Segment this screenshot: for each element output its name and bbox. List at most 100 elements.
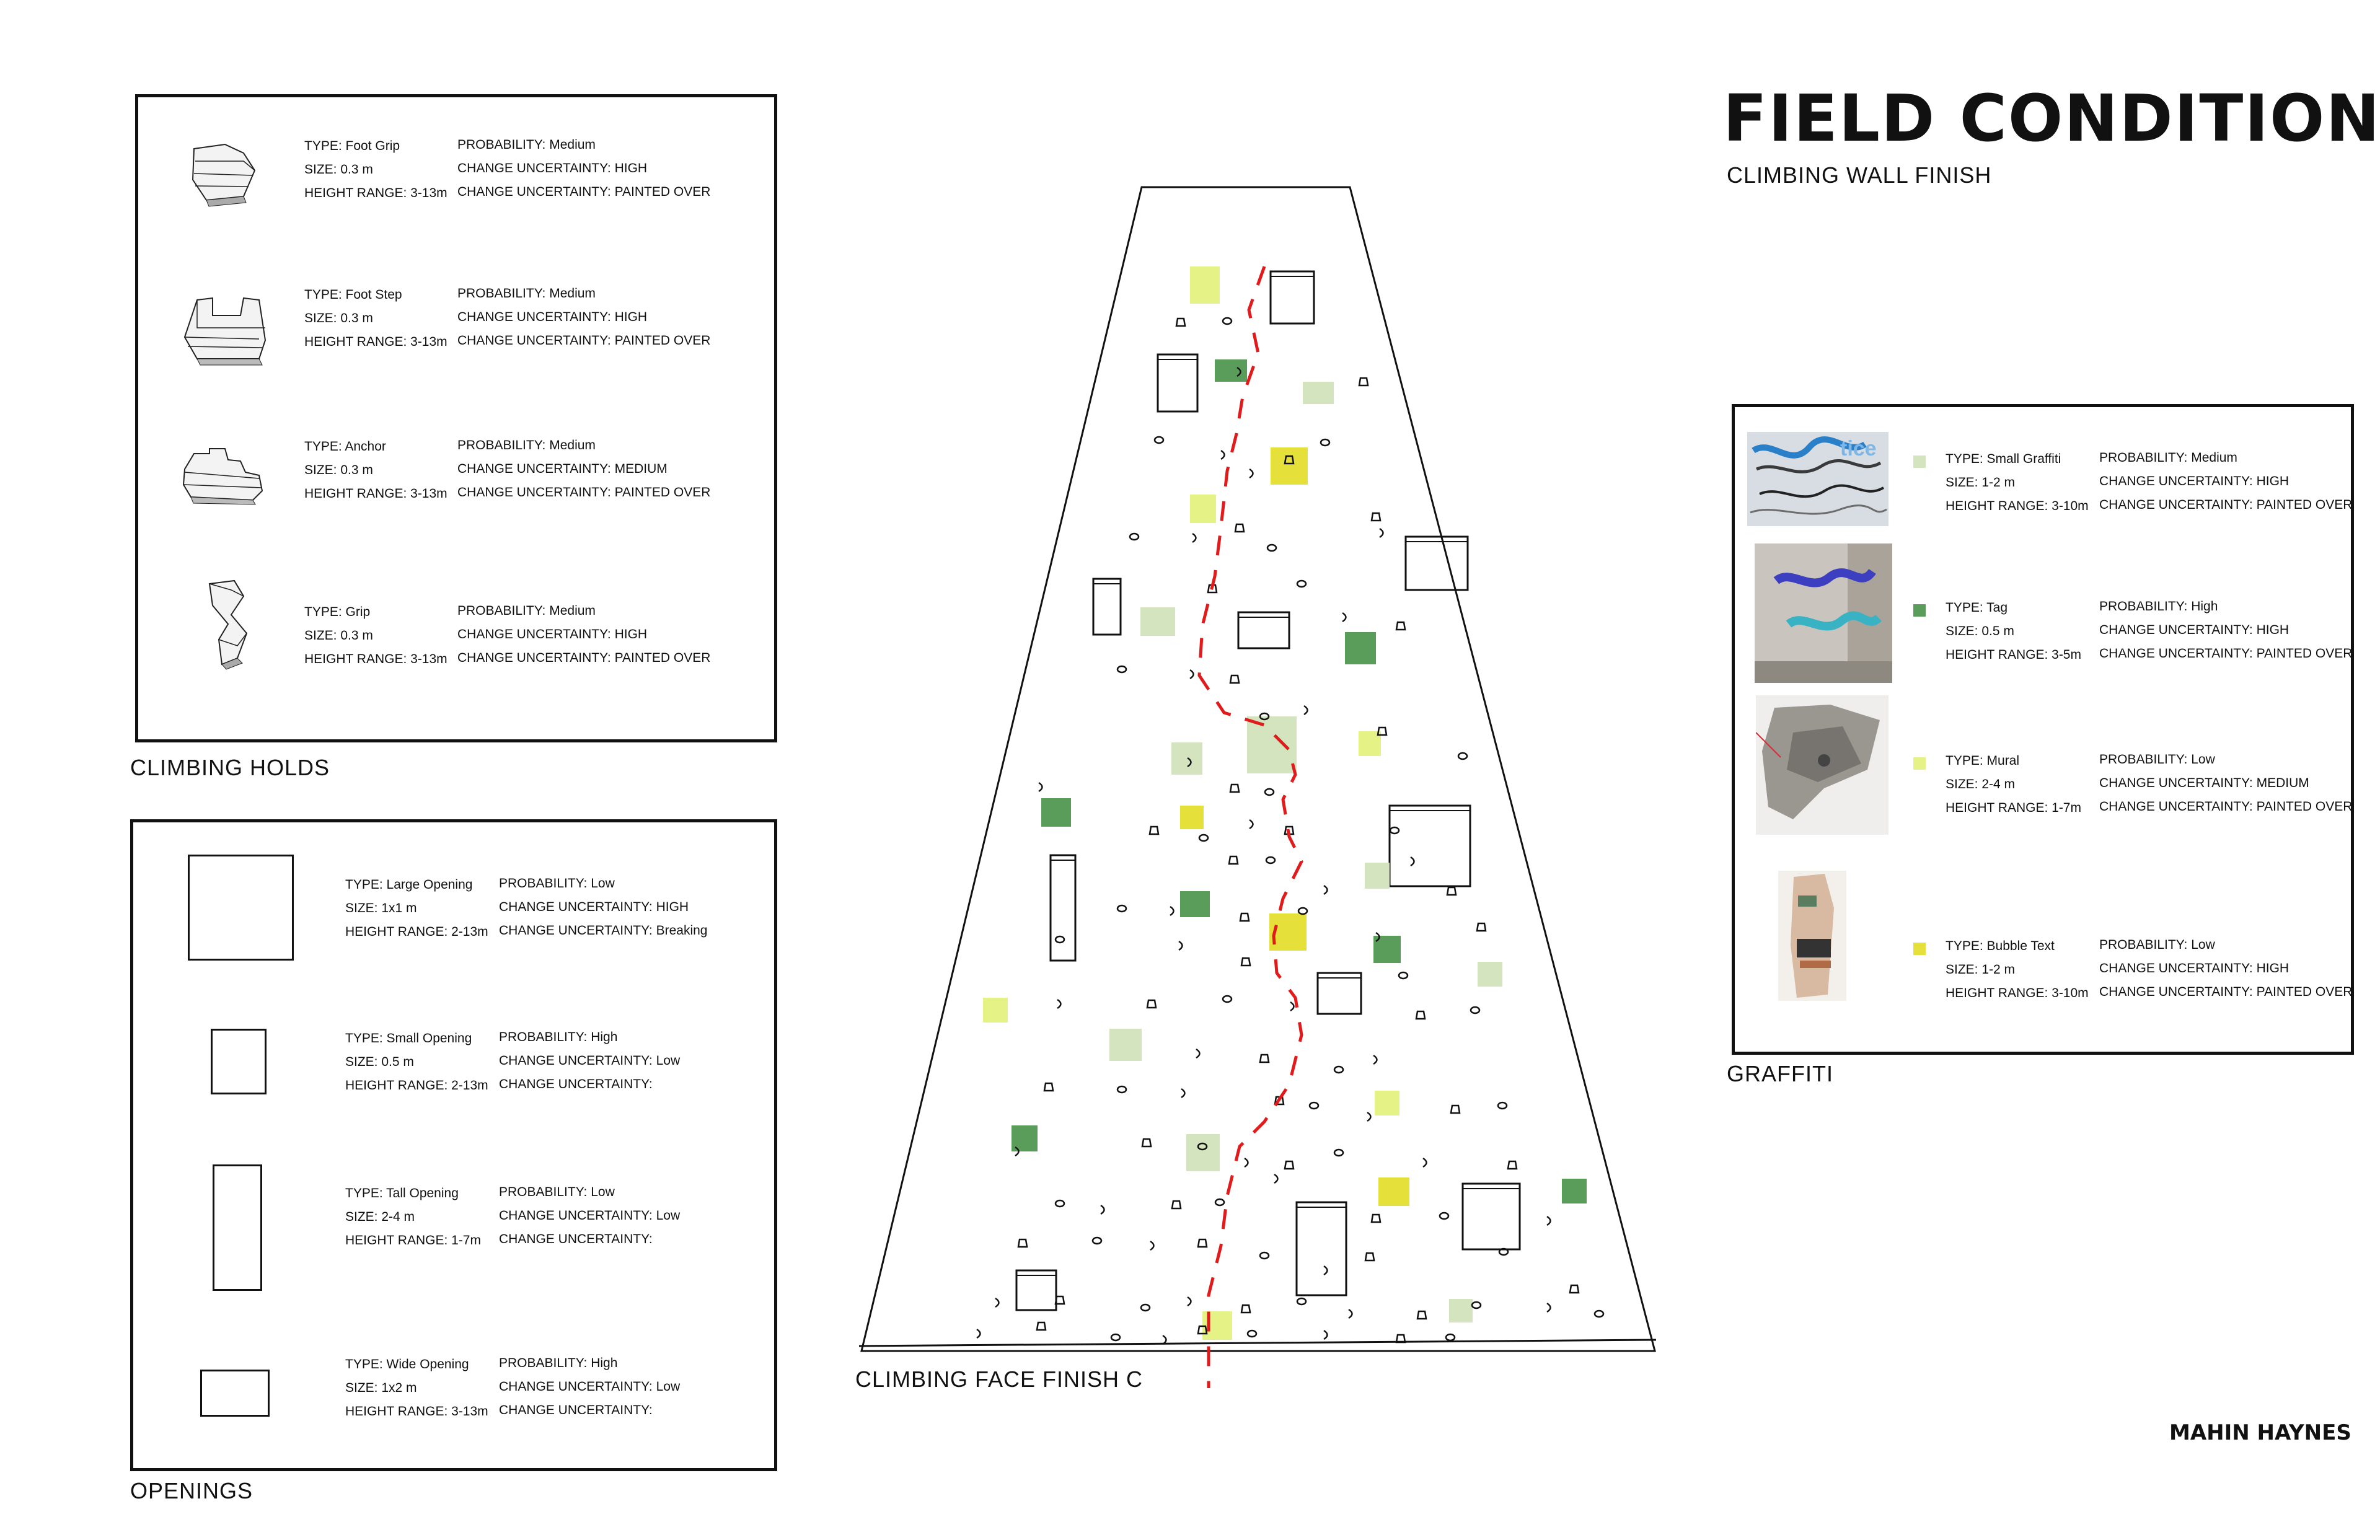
face-hold xyxy=(1140,1303,1151,1312)
face-hold xyxy=(1546,1215,1551,1226)
face-hold xyxy=(1236,366,1241,377)
face-hold xyxy=(1264,788,1275,796)
face-graffiti-patch xyxy=(1271,447,1308,485)
opening-size: SIZE: 1x2 m xyxy=(345,1381,417,1395)
face-hold xyxy=(1416,1310,1427,1320)
face-graffiti-patch xyxy=(1478,962,1502,987)
face-hold xyxy=(1259,1251,1270,1260)
graffiti-probability: PROBABILITY: Low xyxy=(2099,938,2215,952)
graffiti-title: GRAFFITI xyxy=(1727,1061,1833,1086)
face-opening xyxy=(1157,353,1199,413)
face-hold xyxy=(1150,1240,1155,1251)
face-hold xyxy=(1284,825,1295,835)
face-hold xyxy=(1546,1302,1551,1313)
tag-swatch xyxy=(1913,604,1926,617)
face-hold xyxy=(1220,449,1225,460)
face-hold xyxy=(1367,1111,1372,1122)
face-hold xyxy=(1439,1212,1450,1220)
face-hold xyxy=(1187,1296,1192,1307)
face-hold xyxy=(1497,1101,1508,1110)
face-graffiti-patch xyxy=(1378,1177,1409,1206)
face-hold xyxy=(1181,1088,1186,1099)
face-graffiti-patch xyxy=(1190,495,1216,523)
graffiti-photo-tag xyxy=(1755,543,1892,683)
face-hold xyxy=(1229,674,1240,684)
face-hold xyxy=(1146,999,1157,1009)
climbing-holds-title: CLIMBING HOLDS xyxy=(130,755,330,780)
face-hold xyxy=(1175,317,1186,327)
face-graffiti-patch xyxy=(1190,266,1220,304)
hold-change-2: CHANGE UNCERTAINTY: PAINTED OVER xyxy=(457,651,711,665)
graffiti-type: TYPE: Small Graffiti xyxy=(1946,452,2061,466)
hold-change-1: CHANGE UNCERTAINTY: HIGH xyxy=(457,310,648,324)
hold-change-1: CHANGE UNCERTAINTY: HIGH xyxy=(457,161,648,175)
face-hold xyxy=(1116,1085,1127,1094)
opening-type: TYPE: Tall Opening xyxy=(345,1186,459,1200)
face-hold xyxy=(1178,940,1183,951)
graffiti-size: SIZE: 1-2 m xyxy=(1946,475,2016,490)
face-hold xyxy=(1398,971,1409,980)
face-hold xyxy=(1410,856,1415,867)
face-hold xyxy=(1342,612,1347,623)
mural-swatch xyxy=(1913,757,1926,770)
face-hold xyxy=(1259,712,1270,721)
face-graffiti-patch xyxy=(1180,806,1204,829)
page-title: FIELD CONDITIONS: xyxy=(1723,81,2380,156)
face-hold xyxy=(1249,468,1254,479)
face-hold xyxy=(1296,1297,1307,1306)
face-hold xyxy=(1249,819,1254,830)
graffiti-change-2: CHANGE UNCERTAINTY: PAINTED OVER xyxy=(2099,799,2353,814)
face-graffiti-patch xyxy=(1562,1179,1587,1203)
face-hold xyxy=(1476,922,1487,932)
graffiti-photo-bubble xyxy=(1778,871,1846,1001)
face-graffiti-patch xyxy=(1365,863,1390,889)
face-hold xyxy=(1038,781,1043,793)
face-hold xyxy=(1379,527,1384,539)
climbing-face-title: CLIMBING FACE FINISH C xyxy=(855,1366,1144,1392)
graffiti-size: SIZE: 1-2 m xyxy=(1946,962,2016,977)
face-hold xyxy=(1192,532,1197,543)
face-hold xyxy=(1323,1329,1328,1340)
climbing-route-line xyxy=(1197,266,1303,1388)
opening-change-2: CHANGE UNCERTAINTY: Breaking xyxy=(499,923,708,938)
opening-type: TYPE: Large Opening xyxy=(345,878,473,892)
face-hold xyxy=(1446,886,1457,896)
face-hold xyxy=(1015,1146,1020,1157)
face-opening xyxy=(1237,611,1290,649)
face-graffiti-patch xyxy=(1375,1091,1399,1115)
graffiti-panel: tice TYPE: Small xyxy=(1732,404,2354,1055)
opening-type: TYPE: Small Opening xyxy=(345,1031,472,1045)
face-hold xyxy=(1395,1334,1406,1344)
face-hold xyxy=(1239,912,1250,922)
face-graffiti-patch xyxy=(1303,382,1334,404)
large-opening-icon xyxy=(188,855,294,961)
hold-type: TYPE: Foot Step xyxy=(304,288,402,302)
openings-panel: TYPE: Large Opening SIZE: 1x1 m HEIGHT R… xyxy=(130,819,777,1471)
graffiti-change-2: CHANGE UNCERTAINTY: PAINTED OVER xyxy=(2099,498,2353,512)
opening-change-2: CHANGE UNCERTAINTY: xyxy=(499,1403,653,1417)
face-hold xyxy=(1593,1309,1605,1318)
face-opening xyxy=(1049,854,1077,962)
face-opening xyxy=(1295,1201,1347,1296)
graffiti-probability: PROBABILITY: High xyxy=(2099,599,2218,614)
face-hold xyxy=(1036,1321,1047,1331)
face-hold xyxy=(1187,757,1192,768)
face-hold xyxy=(1450,1104,1461,1114)
graffiti-photo-mural xyxy=(1756,695,1889,835)
page-subtitle: CLIMBING WALL FINISH xyxy=(1727,162,1992,188)
face-hold xyxy=(1297,907,1308,915)
opening-change-1: CHANGE UNCERTAINTY: Low xyxy=(499,1054,681,1068)
face-hold xyxy=(1457,752,1468,760)
face-hold xyxy=(976,1328,981,1339)
face-hold xyxy=(1141,1138,1152,1148)
wide-opening-icon xyxy=(200,1370,270,1417)
opening-type: TYPE: Wide Opening xyxy=(345,1357,469,1371)
face-hold xyxy=(1116,904,1127,913)
face-hold xyxy=(1395,621,1406,631)
face-graffiti-patch xyxy=(1109,1029,1142,1061)
graffiti-probability: PROBABILITY: Low xyxy=(2099,752,2215,767)
hold-change-1: CHANGE UNCERTAINTY: MEDIUM xyxy=(457,462,668,476)
grip-icon xyxy=(208,579,248,670)
small-opening-icon xyxy=(211,1029,267,1094)
face-hold xyxy=(1054,935,1065,944)
